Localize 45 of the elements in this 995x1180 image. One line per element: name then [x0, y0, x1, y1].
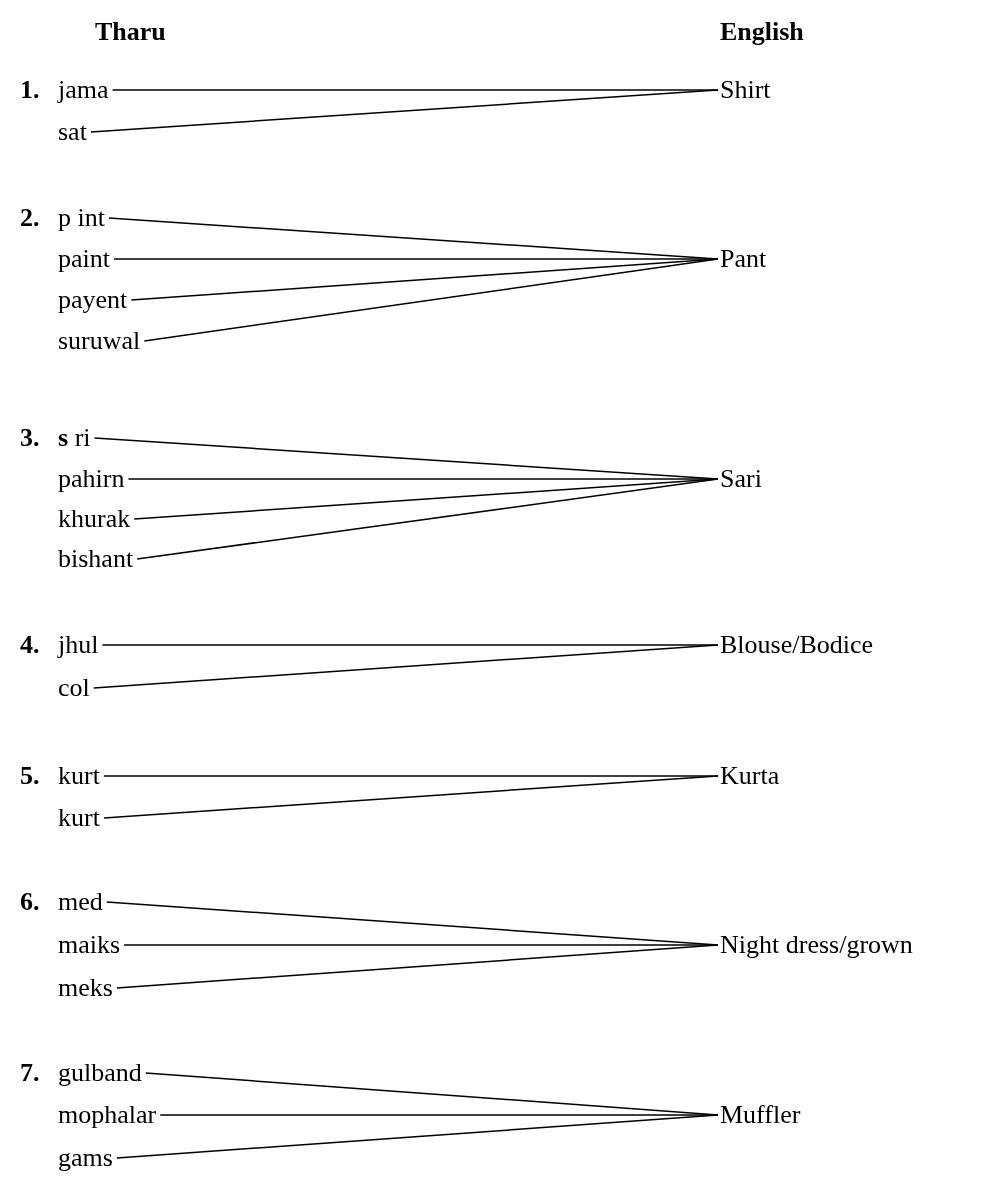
tharu-word: gams	[58, 1143, 113, 1173]
connector-line	[136, 478, 719, 560]
tharu-word: suruwal	[58, 326, 141, 356]
connector-line	[93, 644, 719, 689]
english-word: Muffler	[720, 1100, 801, 1130]
tharu-word: pahirn	[58, 464, 125, 494]
tharu-word: meks	[58, 973, 113, 1003]
tharu-word: paint	[58, 244, 110, 274]
tharu-word: jhul	[58, 630, 99, 660]
item-number: 1.	[20, 75, 40, 105]
tharu-word: p int	[58, 203, 105, 233]
column-heading: Tharu	[95, 17, 166, 47]
connector-line	[90, 89, 719, 133]
column-heading: English	[720, 17, 804, 47]
english-word: Sari	[720, 464, 762, 494]
tharu-word: payent	[58, 285, 128, 315]
connector-line	[116, 944, 719, 989]
tharu-word: gulband	[58, 1058, 142, 1088]
connector-line	[143, 258, 719, 342]
item-number: 3.	[20, 423, 40, 453]
item-number: 6.	[20, 887, 40, 917]
english-word: Kurta	[720, 761, 780, 791]
tharu-word: mophalar	[58, 1100, 157, 1130]
tharu-word: khurak	[58, 504, 131, 534]
item-number: 7.	[20, 1058, 40, 1088]
tharu-word: s ri	[58, 423, 91, 453]
connector-line	[133, 478, 719, 520]
english-word: Night dress/grown	[720, 930, 913, 960]
item-number: 5.	[20, 761, 40, 791]
tharu-word: sat	[58, 117, 87, 147]
tharu-word: jama	[58, 75, 109, 105]
english-word: Shirt	[720, 75, 771, 105]
connector-line	[103, 775, 719, 819]
english-word: Pant	[720, 244, 767, 274]
english-word: Blouse/Bodice	[720, 630, 874, 660]
tharu-word: med	[58, 887, 103, 917]
tharu-word: kurt	[58, 803, 100, 833]
item-number: 4.	[20, 630, 40, 660]
connector-line	[116, 1114, 719, 1159]
tharu-word: bishant	[58, 544, 134, 574]
connector-line	[130, 258, 719, 301]
item-number: 2.	[20, 203, 40, 233]
tharu-word: kurt	[58, 761, 100, 791]
tharu-word: maiks	[58, 930, 121, 960]
tharu-word: col	[58, 673, 90, 703]
